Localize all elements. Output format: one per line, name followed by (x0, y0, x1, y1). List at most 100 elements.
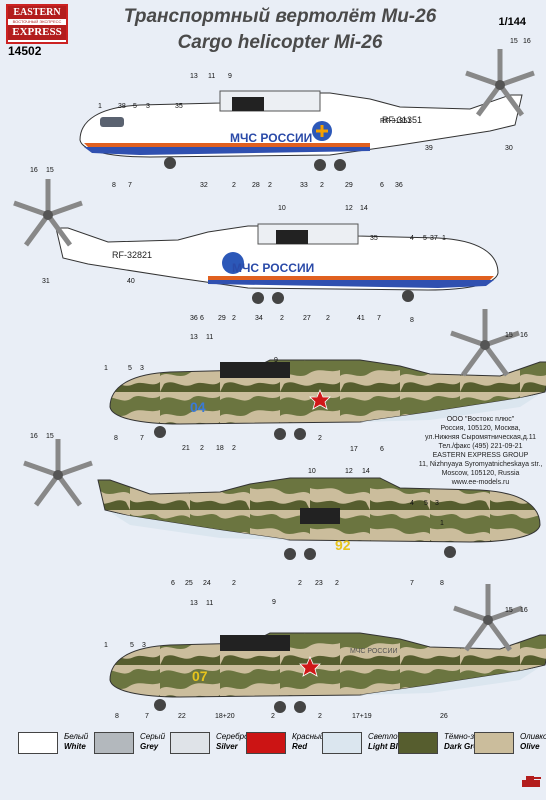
callout-number: 2 (200, 445, 204, 452)
callout-number: 35 (370, 235, 378, 242)
swatch-color (474, 732, 514, 754)
callout-number: 29 (345, 182, 353, 189)
callout-number: 12 (345, 205, 353, 212)
callout-number: 35 (175, 103, 183, 110)
callout-number: 8 (112, 182, 116, 189)
callout-number: 33 (300, 182, 308, 189)
callout-number: 2 (318, 435, 322, 442)
callout-number: 17+19 (352, 713, 372, 720)
callout-number: 9 (272, 599, 276, 606)
callout-number: 8 (410, 317, 414, 324)
tail-rotor-4 (24, 439, 92, 505)
swatch-label-ru: Белый (64, 732, 89, 741)
kit-number: 14502 (8, 44, 42, 58)
callout-number: 16 (30, 167, 38, 174)
callout-number: 1 (440, 520, 444, 527)
callout-number: 13 (190, 600, 198, 607)
logo-line1: EASTERN (8, 6, 66, 19)
logo-line3: EXPRESS (8, 25, 66, 40)
callout-number: 2 (232, 580, 236, 587)
callout-number: 8 (114, 435, 118, 442)
swatch-color (18, 732, 58, 754)
callout-number: 15 (46, 433, 54, 440)
callout-number: 40 (127, 278, 135, 285)
publisher-line: Тел./факс (495) 221-09-21 (438, 443, 523, 450)
callout-number: 2 (280, 315, 284, 322)
callout-number: 5 (133, 103, 137, 110)
callout-number: 25 (185, 580, 193, 587)
callout-number: 16 (523, 38, 531, 45)
callout-number: 2 (318, 713, 322, 720)
callout-number: 7 (377, 315, 381, 322)
callout-number: 28 (252, 182, 260, 189)
callout-number: 15 (46, 167, 54, 174)
publisher-line: Moscow, 105120, Russia (441, 470, 520, 477)
swatch-label-en: White (64, 742, 86, 751)
callout-number: 34 (255, 315, 263, 322)
callout-number: 7 (128, 182, 132, 189)
callout-number: 26 (440, 713, 448, 720)
eastern-express-logo: EASTERN ВОСТОЧНЫЙ ЭКСПРЕСС EXPRESS (6, 4, 68, 44)
logo-line2: ВОСТОЧНЫЙ ЭКСПРЕСС (12, 19, 62, 24)
callout-number: 10 (308, 468, 316, 475)
callout-number: 1 (98, 103, 102, 110)
callout-number: 1 (104, 365, 108, 372)
publisher-line: ООО "Востокс плюс" (446, 416, 515, 423)
callout-number: 41 (357, 315, 365, 322)
callout-number: 11 (206, 334, 213, 341)
swatch-label-en: Light Blue (368, 742, 408, 751)
swatch-label-ru: Серый (140, 732, 166, 741)
swatch-label-ru: Серебро (216, 732, 249, 741)
callout-number: 6 (200, 315, 204, 322)
callout-number: 10 (278, 205, 286, 212)
callout-number: 27 (303, 315, 311, 322)
swatch-label-ru: Красный (292, 732, 325, 741)
reg-1: RF-31351 (382, 115, 422, 125)
callout-number: 24 (203, 580, 211, 587)
callout-number: 5 (130, 642, 134, 649)
callout-number: 7 (410, 580, 414, 587)
callout-number: 18 (216, 445, 224, 452)
callout-number: 1 (104, 642, 108, 649)
callout-number: 36 (190, 315, 198, 322)
callout-number: 6 (380, 182, 384, 189)
callout-number: 9 (274, 357, 278, 364)
callout-number: 2 (268, 182, 272, 189)
swatch-color (170, 732, 210, 754)
callout-number: 39 (425, 145, 433, 152)
callout-number: 5 (128, 365, 132, 372)
legend-swatch: Светло-голубойLight Blue (322, 732, 430, 754)
callout-number: 2 (335, 580, 339, 587)
callout-number: 11 (206, 600, 213, 607)
callout-number: 5 (423, 235, 427, 242)
profile-5-camo: 07 МЧС РОССИИ (109, 632, 546, 713)
profile-4-camo (97, 477, 541, 560)
tank-icon (522, 776, 541, 787)
scale-label: 1/144 (498, 16, 526, 28)
tac-07: 07 (192, 668, 208, 684)
callout-number: 3 (140, 365, 144, 372)
mchs-text-5: МЧС РОССИИ (350, 648, 398, 655)
callout-number: 2 (232, 445, 236, 452)
profile-1-mchs: МЧС РОССИИ RF-31351 (79, 90, 523, 171)
profile-3-camo: 04 (109, 359, 546, 440)
publisher-info: ООО "Востокс плюс" Россия, 105120, Москв… (418, 415, 543, 487)
callout-number: 16 (520, 607, 528, 614)
callout-number: 37 (430, 235, 438, 242)
profile-2-mchs (55, 223, 499, 304)
callout-number: 31 (42, 278, 50, 285)
callout-number: 14 (360, 205, 368, 212)
swatch-color (246, 732, 286, 754)
callout-number: 18+20 (215, 713, 235, 720)
callout-number: 7 (145, 713, 149, 720)
callout-number: 2 (232, 315, 236, 322)
callout-number: 36 (395, 182, 403, 189)
swatch-label-en: Grey (140, 742, 159, 751)
mchs-text-1: МЧС РОССИИ (230, 131, 312, 145)
callout-number: 21 (182, 445, 190, 452)
callout-number: 2 (298, 580, 302, 587)
